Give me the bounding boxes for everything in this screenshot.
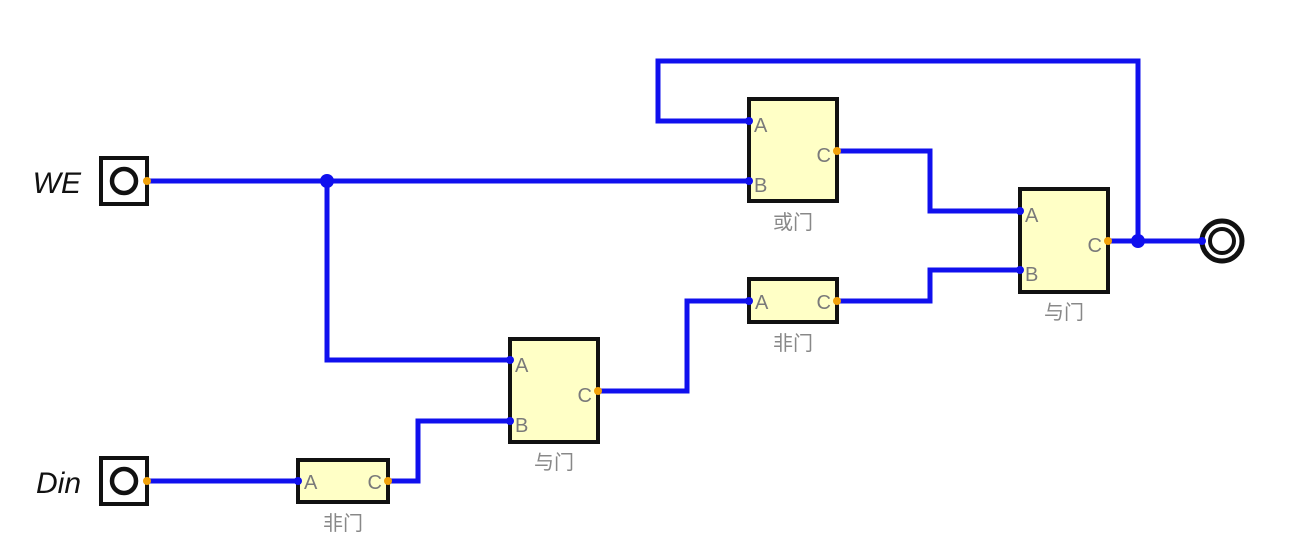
output-pin[interactable] <box>1198 218 1245 264</box>
input-label-we: WE <box>33 167 82 200</box>
not-gate-top-name: 非门 <box>773 331 813 355</box>
and-gate-mid-port-b: B <box>515 415 528 437</box>
and-gate-right-port-b: B <box>1025 264 1038 286</box>
wire-not-top-c-to-and-right-b <box>835 267 1023 304</box>
wire-we-to-and-mid-a <box>324 178 514 363</box>
and-gate-right[interactable]: A B C <box>1016 187 1112 294</box>
not-gate-top-port-a: A <box>755 292 769 314</box>
or-gate[interactable]: A B C <box>745 97 841 203</box>
not-gate-top-port-c: C <box>817 292 831 314</box>
and-gate-mid[interactable]: A B C <box>506 337 602 444</box>
input-pin-din[interactable] <box>99 456 151 506</box>
wire-feedback-to-or-a <box>655 58 1141 244</box>
wire-not-bottom-c-to-and-mid-b <box>385 418 514 484</box>
or-gate-port-a: A <box>754 115 768 137</box>
and-gate-right-port-c: C <box>1088 235 1102 257</box>
wire-and-mid-c-to-not-top-a <box>595 298 752 394</box>
or-gate-port-b: B <box>754 175 767 197</box>
not-gate-top[interactable]: A C <box>745 277 841 324</box>
junction-output <box>1131 234 1145 248</box>
and-gate-right-port-a: A <box>1025 205 1039 227</box>
and-gate-mid-name: 与门 <box>534 450 574 474</box>
input-pin-we[interactable] <box>99 156 151 206</box>
not-gate-bottom[interactable]: A C <box>294 458 392 504</box>
or-gate-port-c: C <box>817 145 831 167</box>
input-label-din: Din <box>36 467 81 500</box>
and-gate-mid-port-a: A <box>515 355 529 377</box>
junction-we <box>320 174 334 188</box>
and-gate-mid-port-c: C <box>578 385 592 407</box>
not-gate-bottom-name: 非门 <box>323 511 363 535</box>
and-gate-right-name: 与门 <box>1044 300 1084 324</box>
or-gate-name: 或门 <box>773 210 813 234</box>
not-gate-bottom-port-c: C <box>368 472 382 494</box>
not-gate-bottom-port-a: A <box>304 472 318 494</box>
wire-or-c-to-and-right-a <box>835 148 1023 214</box>
